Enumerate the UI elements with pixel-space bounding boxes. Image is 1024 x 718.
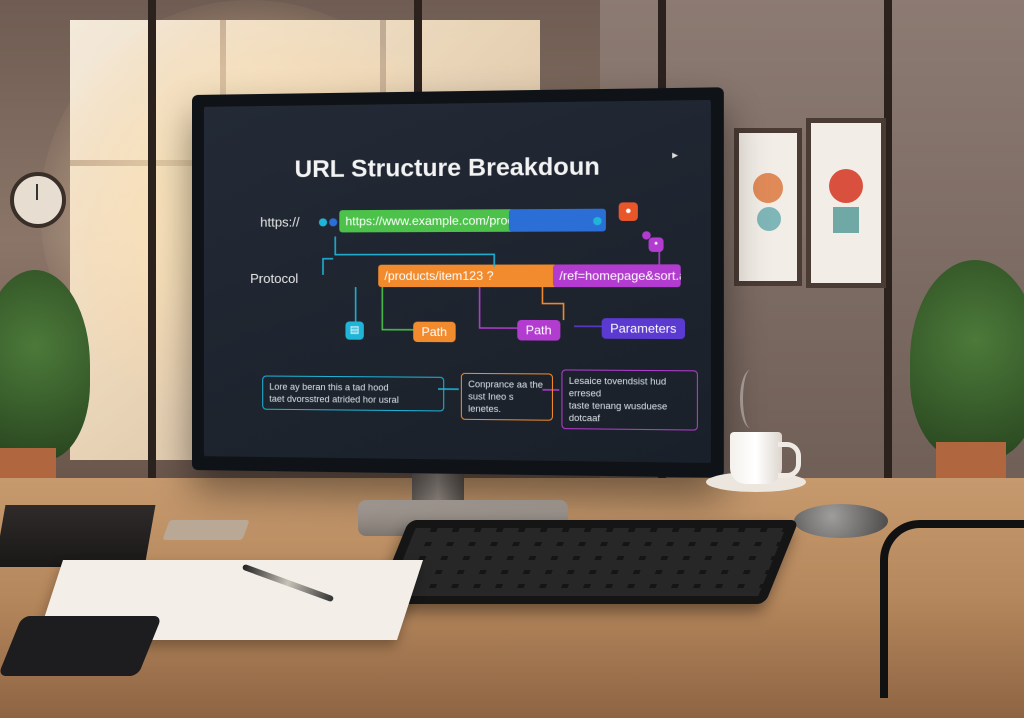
glass-frame-pole [414, 0, 422, 110]
monitor-screen: URL Structure Breakdoun ▸ https:// https… [203, 99, 711, 463]
plant-left [0, 270, 90, 460]
coffee-mug [730, 432, 782, 484]
office-chair [880, 520, 1024, 698]
note-parameters: Lesaice tovendsist hud erresed taste ten… [561, 369, 698, 431]
note-protocol: Lore ay beran this a tad hood taet dvors… [262, 375, 445, 412]
monitor: URL Structure Breakdoun ▸ https:// https… [192, 87, 724, 478]
book [0, 505, 156, 567]
glass-frame-pole [884, 0, 892, 520]
keyboard[interactable] [375, 520, 799, 604]
mouse[interactable] [794, 504, 888, 538]
steam [740, 370, 761, 428]
glass-frame-pole [148, 0, 156, 520]
phone [0, 616, 163, 676]
wall-art [806, 118, 886, 288]
note-path: Conprance aa the sust Ineo s lenetes. [460, 372, 553, 421]
mug-handle [778, 442, 801, 478]
plant-right [910, 260, 1024, 460]
wall-clock [10, 172, 66, 228]
external-drive [162, 520, 250, 540]
wall-art [734, 128, 802, 286]
